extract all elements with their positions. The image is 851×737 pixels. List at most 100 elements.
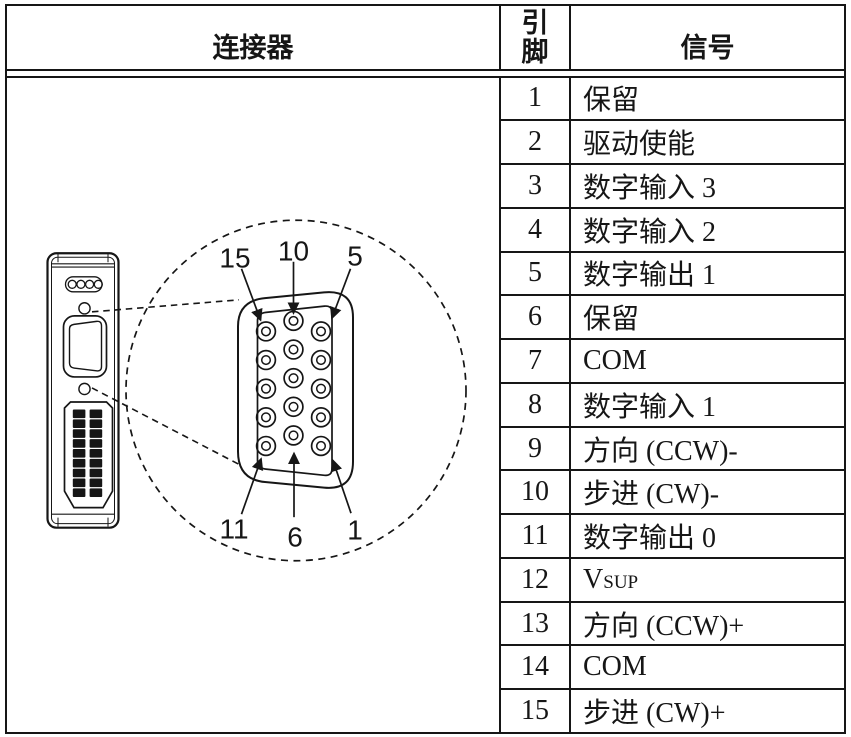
edge-contact bbox=[72, 468, 86, 477]
table-row: 11 数字输出 0 bbox=[501, 515, 844, 559]
pin-socket-outer bbox=[255, 435, 277, 456]
pin-number-cell: 7 bbox=[501, 340, 571, 382]
pin-socket-outer bbox=[283, 338, 304, 360]
module-body-inner-line bbox=[51, 256, 115, 524]
pinout-table: 连接器 引脚 信号 bbox=[5, 4, 846, 734]
pin-number-cell: 15 bbox=[501, 690, 571, 732]
pin-label-5: 5 bbox=[347, 240, 363, 271]
pin-socket-outer bbox=[255, 320, 277, 342]
pin-socket-outer bbox=[310, 435, 332, 456]
pin-socket-inner bbox=[288, 343, 299, 355]
signal-name-cell: 保留 bbox=[583, 304, 640, 336]
edge-contact bbox=[72, 458, 86, 467]
dsub-connector-face bbox=[68, 320, 103, 372]
pin-socket-inner bbox=[288, 401, 299, 412]
pin-number-cell: 11 bbox=[501, 515, 571, 557]
signal-name-cell: 数字输出 0 bbox=[583, 523, 717, 555]
jackscrew-hole-top bbox=[78, 301, 91, 315]
pin-socket-outer bbox=[255, 349, 277, 370]
pin-socket-inner bbox=[288, 372, 299, 383]
pin-callout-arrows bbox=[240, 261, 352, 517]
pin-number-cell: 9 bbox=[501, 427, 571, 470]
signal-name-cell: 数字输入 2 bbox=[583, 216, 717, 248]
table-row: 9 方向 (CCW)- bbox=[501, 427, 844, 472]
signal-name-cell: 保留 bbox=[583, 85, 640, 117]
pin-number-cell: 13 bbox=[501, 602, 571, 645]
connector-diagram-cell: 15 10 5 11 6 1 bbox=[7, 77, 501, 732]
callout-leader-bottom bbox=[91, 386, 252, 471]
pin-socket-inner bbox=[260, 354, 272, 365]
card-edge-pins bbox=[72, 409, 103, 497]
pin-socket-inner bbox=[288, 429, 299, 441]
pin-label-10: 10 bbox=[278, 235, 309, 266]
edge-contact bbox=[72, 478, 86, 487]
arrow-pin-1 bbox=[330, 458, 352, 513]
header-double-rule bbox=[7, 71, 844, 78]
table-row: 6 保留 bbox=[501, 296, 844, 341]
signal-name-cell: COM bbox=[583, 344, 647, 376]
edge-contact bbox=[89, 487, 103, 497]
edge-contact bbox=[72, 438, 86, 448]
pin-socket-outer bbox=[283, 396, 304, 417]
pin-number-cell: 4 bbox=[501, 208, 571, 251]
signal-name-cell: 方向 (CCW)- bbox=[583, 435, 738, 467]
signal-name-cell: 方向 (CCW)+ bbox=[583, 610, 745, 642]
pin-socket-inner bbox=[315, 325, 327, 336]
pin-label-6: 6 bbox=[287, 521, 303, 552]
signal-name-cell: 步进 (CW)+ bbox=[583, 698, 726, 730]
device-module-drawing bbox=[46, 251, 120, 529]
pin-socket-outer bbox=[283, 424, 304, 446]
signal-name-cell: 步进 (CW)- bbox=[583, 479, 720, 511]
signal-name-cell: 数字输入 3 bbox=[583, 172, 717, 204]
pin-socket-outer bbox=[310, 406, 332, 428]
edge-contact bbox=[89, 438, 103, 448]
header-pin-label: 引脚 bbox=[521, 8, 549, 67]
table-row: 15 步进 (CW)+ bbox=[501, 690, 844, 732]
edge-contact bbox=[72, 428, 86, 438]
pin-socket-inner bbox=[288, 315, 299, 326]
pin-number-cell: 8 bbox=[501, 383, 571, 426]
edge-contact bbox=[89, 428, 103, 438]
pin-number-cell: 12 bbox=[501, 558, 571, 601]
arrow-pin-5 bbox=[330, 267, 352, 320]
module-corner-ticks bbox=[57, 252, 109, 527]
header-signal-label: 信号 bbox=[680, 32, 735, 63]
pin-label-11: 11 bbox=[219, 513, 248, 544]
pin-socket-inner bbox=[260, 440, 272, 451]
edge-contact bbox=[89, 468, 103, 477]
pin-number-cell: 14 bbox=[501, 646, 571, 689]
pin-number-cell: 1 bbox=[501, 77, 571, 120]
table-row: 14 COM bbox=[501, 646, 844, 691]
pin-socket-outer bbox=[310, 377, 332, 399]
jackscrew-hole-bottom bbox=[78, 382, 91, 395]
edge-contact bbox=[89, 458, 103, 467]
arrow-pin-11 bbox=[240, 456, 264, 514]
pin-number-cell: 10 bbox=[501, 471, 571, 514]
pin-socket-outer bbox=[255, 377, 277, 399]
table-row: 4 数字输入 2 bbox=[501, 208, 844, 253]
header-connector: 连接器 bbox=[7, 6, 501, 69]
signal-name-cell: COM bbox=[583, 651, 647, 683]
pin-socket-inner bbox=[315, 354, 327, 365]
edge-contact bbox=[72, 448, 86, 458]
edge-contact bbox=[89, 448, 103, 458]
pin-socket-inner bbox=[260, 383, 272, 394]
pin-socket-outer bbox=[310, 349, 332, 370]
pin-number-cell: 6 bbox=[501, 296, 571, 339]
connector-pin-circles bbox=[255, 310, 332, 456]
header-signal: 信号 bbox=[571, 6, 844, 69]
pin-socket-outer bbox=[283, 367, 304, 388]
magnifier-circle bbox=[125, 218, 467, 562]
pin-socket-inner bbox=[260, 325, 272, 336]
pin-number-cell: 2 bbox=[501, 121, 571, 164]
table-row: 10 步进 (CW)- bbox=[501, 471, 844, 516]
table-row: 7 COM bbox=[501, 340, 844, 384]
